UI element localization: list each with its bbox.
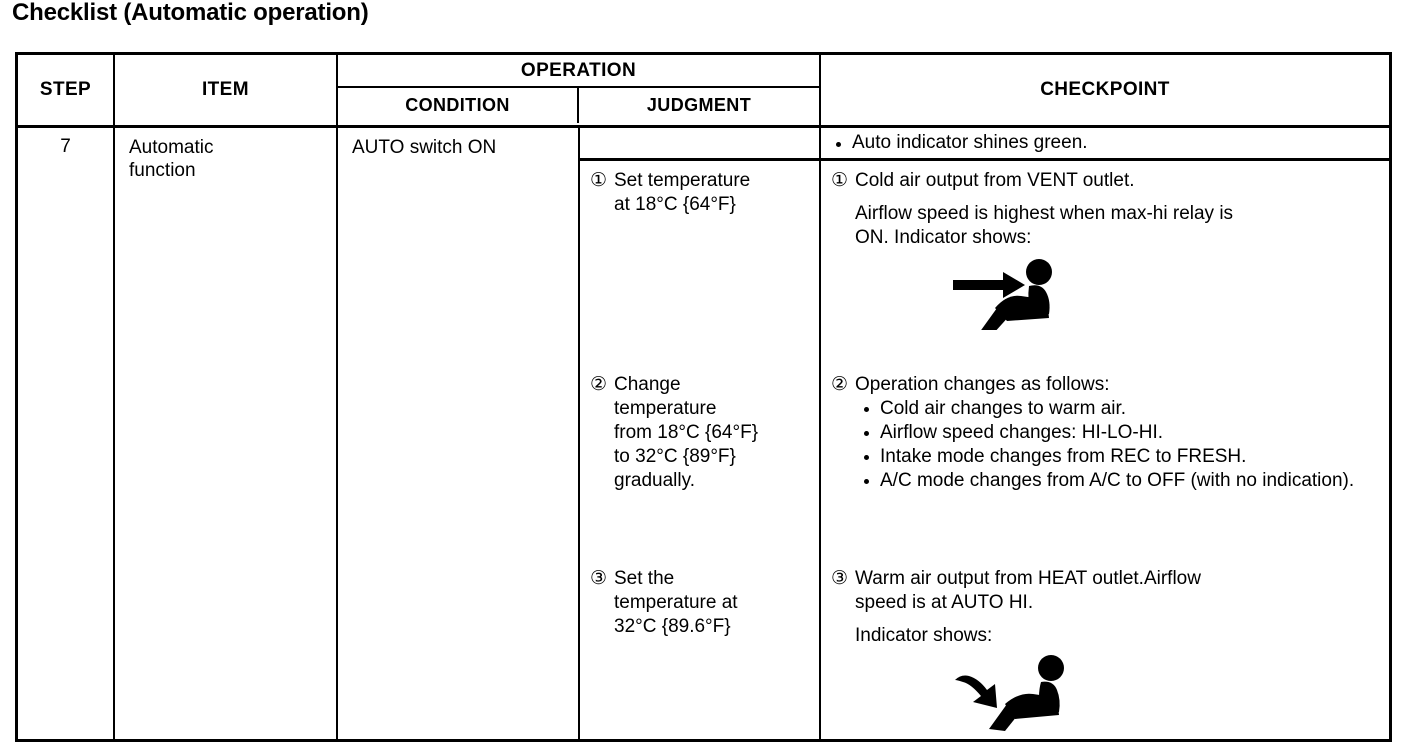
cell-step: 7 <box>18 128 115 739</box>
checkpoint-line-1-1: Airflow speed is highest when max-hi rel… <box>855 202 1234 224</box>
column-header-operation-group: OPERATION CONDITION JUDGMENT <box>338 55 821 125</box>
cell-checkpoint: Auto indicator shines green. ① Cold air … <box>821 128 1389 739</box>
vent-seat-icon-holder <box>831 250 1389 335</box>
judgment-line-1-1: Set temperature <box>614 170 751 191</box>
checkpoint-head-3: Warm air output from HEAT outlet.Airflow <box>855 568 1201 589</box>
cell-condition: AUTO switch ON <box>338 128 580 739</box>
judgment-line-2-3: from 18°C {64°F} <box>614 421 759 443</box>
checkpoint-bullet-2-3: Intake mode changes from REC to FRESH. <box>863 445 1389 469</box>
column-header-item: ITEM <box>115 55 338 125</box>
judgment-group-2: ② Change temperature from 18°C {64°F} to… <box>580 373 819 493</box>
judgment-groups: ① Set temperature at 18°C {64°F} ② Chang… <box>580 161 819 746</box>
column-header-judgment: JUDGMENT <box>646 95 752 115</box>
judgment-line-2-1: Change <box>614 374 681 395</box>
vent-seat-icon <box>953 258 1052 334</box>
checkpoint-bullet-2-4: A/C mode changes from A/C to OFF (with n… <box>863 469 1389 493</box>
step-number: 7 <box>60 136 71 157</box>
checkpoint-marker-1: ① <box>831 170 849 191</box>
item-line-2: function <box>129 160 196 182</box>
table-row: 7 Automatic function AUTO switch ON ① Se… <box>18 125 1389 739</box>
checkpoint-marker-2: ② <box>831 374 849 395</box>
judgment-group-1: ① Set temperature at 18°C {64°F} <box>580 169 819 217</box>
checklist-table: STEP ITEM OPERATION CONDITION JUDGMENT C… <box>15 52 1392 742</box>
checkpoint-bullet-2-2: Airflow speed changes: HI-LO-HI. <box>863 421 1389 445</box>
checkpoint-group-2: ② Operation changes as follows: Cold air… <box>821 373 1389 493</box>
cell-item: Automatic function <box>115 128 338 739</box>
column-header-checkpoint: CHECKPOINT <box>1040 79 1170 100</box>
judgment-line-3-2: temperature at <box>614 591 738 613</box>
column-header-condition: CONDITION <box>338 88 579 123</box>
judgment-line-2-5: gradually. <box>614 469 695 491</box>
judgment-line-3-1: Set the <box>614 568 675 589</box>
checkpoint-top-bullet: Auto indicator shines green. <box>835 132 1088 154</box>
checkpoint-bullet-2-1: Cold air changes to warm air. <box>863 397 1389 421</box>
checkpoint-groups: ① Cold air output from VENT outlet. Airf… <box>821 161 1389 746</box>
cell-judgment: ① Set temperature at 18°C {64°F} ② Chang… <box>580 128 821 739</box>
operation-subheaders: CONDITION JUDGMENT <box>338 88 819 123</box>
item-line-1: Automatic <box>129 137 214 158</box>
checkpoint-group-3: ③ Warm air output from HEAT outlet.Airfl… <box>821 567 1389 737</box>
checkpoint-bullet-list-2: Cold air changes to warm air. Airflow sp… <box>831 397 1389 493</box>
checkpoint-group-1: ① Cold air output from VENT outlet. Airf… <box>821 169 1389 335</box>
checkpoint-marker-3: ③ <box>831 568 849 589</box>
checkpoint-line-3-1: speed is at AUTO HI. <box>855 591 1034 613</box>
judgment-group-3: ③ Set the temperature at 32°C {89.6°F} <box>580 567 819 639</box>
condition-text: AUTO switch ON <box>352 137 497 158</box>
item-text: Automatic function <box>115 128 336 182</box>
judgment-marker-3: ③ <box>590 568 608 589</box>
judgment-top-blank <box>580 128 819 161</box>
checkpoint-line-3-2: Indicator shows: <box>855 624 993 646</box>
checkpoint-top-row: Auto indicator shines green. <box>821 128 1389 161</box>
judgment-marker-1: ① <box>590 170 608 191</box>
heat-seat-icon-holder <box>831 648 1389 737</box>
judgment-line-3-3: 32°C {89.6°F} <box>614 615 731 637</box>
column-header-operation: OPERATION <box>338 55 819 88</box>
judgment-marker-2: ② <box>590 374 608 395</box>
column-header-step: STEP <box>18 55 115 125</box>
judgment-line-1-2: at 18°C {64°F} <box>614 193 736 215</box>
checkpoint-line-1-2: ON. Indicator shows: <box>855 226 1032 248</box>
table-header-row: STEP ITEM OPERATION CONDITION JUDGMENT C… <box>18 55 1389 125</box>
checkpoint-head-1: Cold air output from VENT outlet. <box>855 170 1135 191</box>
judgment-line-2-4: to 32°C {89°F} <box>614 445 736 467</box>
heat-seat-icon <box>955 654 1064 731</box>
judgment-line-2-2: temperature <box>614 397 717 419</box>
checkpoint-head-2: Operation changes as follows: <box>855 374 1110 395</box>
page-title: Checklist (Automatic operation) <box>12 0 369 26</box>
